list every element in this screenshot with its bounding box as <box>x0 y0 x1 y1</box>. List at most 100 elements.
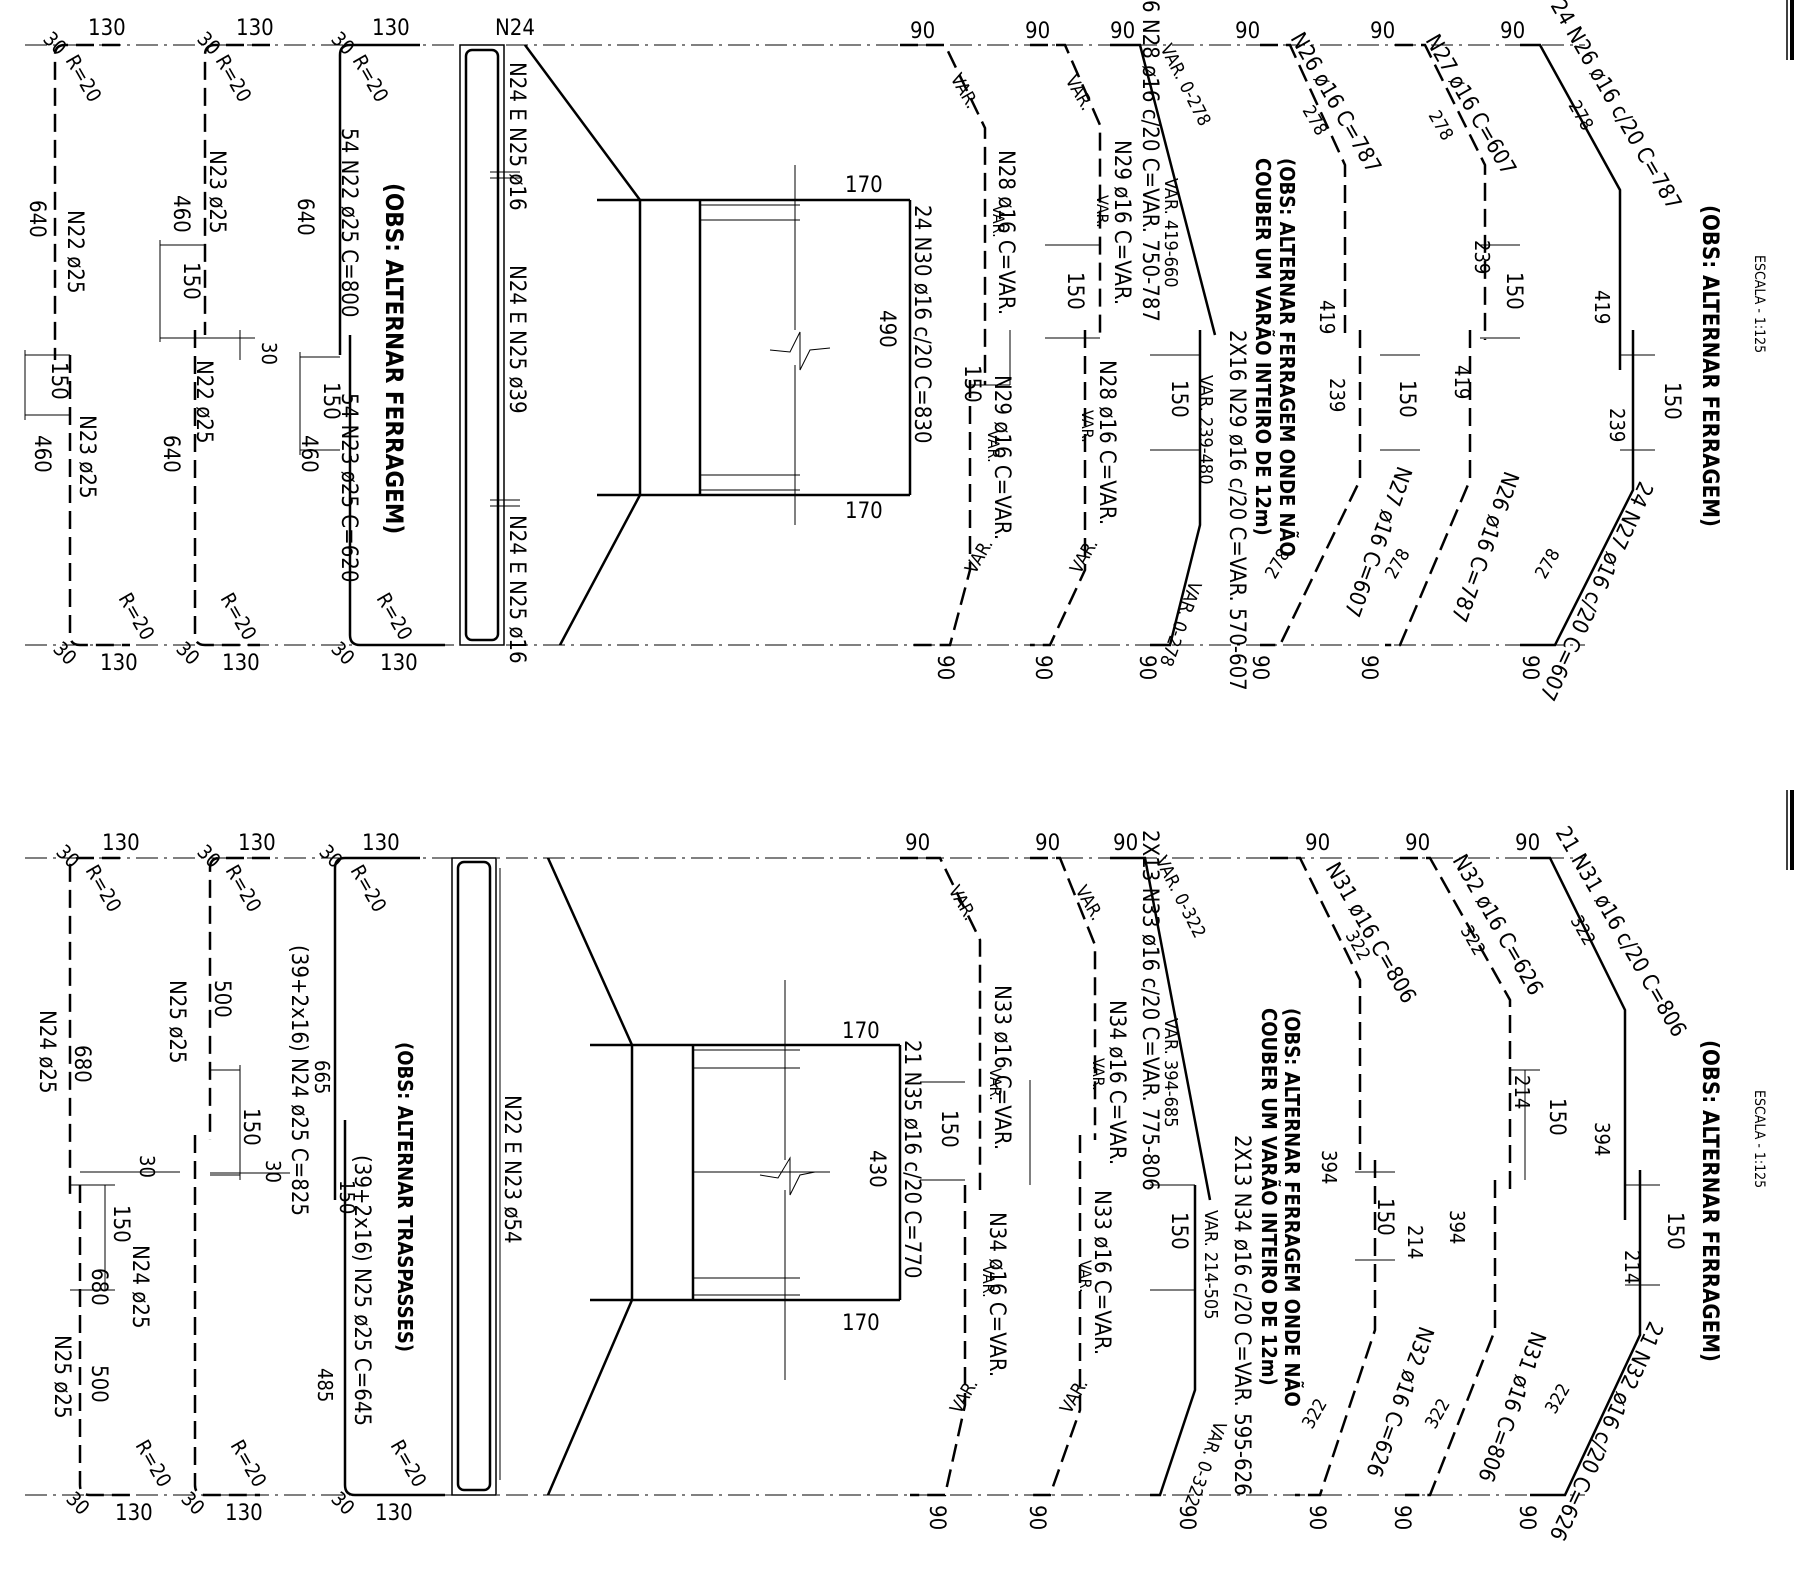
bar-n33-n34 <box>900 856 982 1497</box>
dim-419-c: 419 <box>1590 290 1614 324</box>
dim-665: 665 <box>310 1060 334 1094</box>
dim-90-q: 90 <box>1405 831 1430 856</box>
label-var-0-278: VAR. 0-278 <box>1156 41 1215 130</box>
dim-30-k: 30 <box>176 1487 209 1520</box>
label-n26-short-b: N26 ø16 C=787 <box>1445 468 1523 625</box>
svg-text:150: 150 <box>936 1110 961 1148</box>
var-f: VAR. <box>1093 195 1112 228</box>
label-n31-short: N31 ø16 C=806 <box>1320 859 1421 1008</box>
dim-30-b: 30 <box>192 27 225 60</box>
note-alternar-ferragem-2: (OBS: ALTERNAR FERRAGEM) <box>380 183 408 534</box>
note-onde-nao-2: COUBER UM VARÃO INTEIRO DE 12m) <box>1251 158 1275 536</box>
dim-30-f: 30 <box>326 637 359 670</box>
svg-text:150: 150 <box>1166 1212 1191 1250</box>
dim-130-b: 130 <box>236 16 274 41</box>
dim-322-e: 322 <box>1421 1395 1455 1432</box>
svg-text:30: 30 <box>257 342 281 365</box>
dim-90-d: 90 <box>1235 19 1260 44</box>
dim-90-s: 90 <box>924 1505 949 1530</box>
dim-90-n: 90 <box>1035 831 1060 856</box>
svg-text:150: 150 <box>335 1180 359 1214</box>
bar-n34-n33 <box>1030 856 1097 1497</box>
note-alternar-traspasses: (OBS: ALTERNAR TRASPASSES) <box>393 1042 417 1352</box>
dim-680-a: 680 <box>69 1045 94 1083</box>
radius-r20-a: R=20 <box>61 51 107 107</box>
bar-n27-n26 <box>1385 43 1487 647</box>
bar-n26-n27-main <box>1520 43 1635 647</box>
label-n32-main: 21 N32 ø16 c/20 C=626 <box>1544 1317 1667 1544</box>
svg-text:150: 150 <box>318 382 343 420</box>
dim-90-b: 90 <box>1025 19 1050 44</box>
label-n31-main: 21 N31 ø16 c/20 C=806 <box>1550 823 1691 1042</box>
note-onde-nao-4: COUBER UM VARÃO INTEIRO DE 12m) <box>1257 1008 1281 1386</box>
dim-278-b: 278 <box>1424 107 1458 144</box>
label-n28-b: N28 ø16 C=VAR. <box>1094 360 1119 525</box>
label-var-239-480: VAR. 239-480 <box>1195 375 1216 485</box>
lap-dims-right-top: 150 150 150 150 150 150 <box>959 244 1684 451</box>
dim-170-d: 170 <box>842 1311 880 1336</box>
label-n29-b: N29 ø16 C=VAR. <box>989 375 1014 540</box>
dim-130-k: 130 <box>225 1501 263 1526</box>
var-b: VAR. <box>1061 72 1098 114</box>
radius-r20-g: R=20 <box>81 861 127 917</box>
label-n24-corner: N24 <box>495 16 535 41</box>
note-onde-nao-3: (OBS: ALTERNAR FERRAGEM ONDE NÃO <box>1280 1008 1304 1407</box>
bar-n23-n22-middle <box>193 43 270 647</box>
var-p: VAR. <box>1076 1260 1095 1293</box>
dim-90-v: 90 <box>1304 1505 1329 1530</box>
dim-130-c: 130 <box>372 16 410 41</box>
dim-130-l: 130 <box>375 1501 413 1526</box>
label-n32-short-b: N32 ø16 C=626 <box>1360 1323 1438 1480</box>
scale-label-2: ESCALA - 1:125 <box>1751 1090 1767 1188</box>
svg-text:150: 150 <box>1062 272 1087 310</box>
radius-r20-f: R=20 <box>372 589 418 645</box>
dim-90-r: 90 <box>1515 831 1540 856</box>
section-top: ESCALA - 1:125 (OBS: ALTERNAR FERRAGEM) … <box>24 0 1794 704</box>
dim-90-u: 90 <box>1174 1505 1199 1530</box>
radius-r20-b: R=20 <box>211 51 257 107</box>
label-n28-main: 6 N28 ø16 c/20 C=VAR. 750-787 <box>1137 0 1162 322</box>
dim-485: 485 <box>313 1368 337 1402</box>
dim-430: 430 <box>864 1150 889 1188</box>
radius-r20-h: R=20 <box>221 861 267 917</box>
dim-278-c: 278 <box>1564 97 1598 134</box>
var-o: VAR. <box>979 1265 998 1298</box>
dim-640-c: 640 <box>292 198 317 236</box>
dim-30-a: 30 <box>38 27 71 60</box>
dim-30-j: 30 <box>61 1487 94 1520</box>
lap-dim-b: 150 30 <box>159 240 281 365</box>
label-n25-b: N25 ø25 <box>164 980 189 1064</box>
var-h: VAR. <box>1078 410 1097 443</box>
dim-460-b: 460 <box>168 195 193 233</box>
dim-214-b: 214 <box>1510 1075 1534 1109</box>
dim-460-a: 460 <box>29 435 54 473</box>
svg-text:150: 150 <box>1394 380 1419 418</box>
bar-n28-n29 <box>900 43 987 647</box>
svg-text:150: 150 <box>1662 1212 1687 1250</box>
var-a: VAR. <box>946 70 983 112</box>
svg-text:150: 150 <box>959 365 984 403</box>
label-n25-a: N25 ø25 <box>49 1335 74 1419</box>
dim-130-h: 130 <box>238 831 276 856</box>
dim-30-c: 30 <box>326 27 359 60</box>
radius-r20-k: R=20 <box>226 1436 272 1492</box>
dim-322-c: 322 <box>1566 912 1600 949</box>
dim-394-b: 394 <box>1445 1210 1469 1244</box>
bar-n22-n23-outer <box>53 43 130 647</box>
dim-278-f: 278 <box>1531 545 1565 582</box>
label-n34-a: N34 ø16 C=VAR. <box>1104 1000 1129 1165</box>
label-var-214-505: VAR. 214-505 <box>1200 1210 1221 1320</box>
bar-n28-n29-main <box>1110 43 1217 647</box>
svg-text:150: 150 <box>1166 380 1191 418</box>
label-n24-a: N24 ø25 <box>34 1010 59 1094</box>
dim-500-b: 500 <box>209 980 234 1018</box>
var-n: VAR. <box>1089 1058 1108 1091</box>
dim-419-b: 419 <box>1450 365 1474 399</box>
dim-170-c: 170 <box>842 1019 880 1044</box>
label-n22-main: 54 N22 ø25 C=800 <box>336 128 361 317</box>
svg-text:150: 150 <box>46 362 71 400</box>
bar-n22-n23-main <box>338 43 445 647</box>
dim-90-e: 90 <box>1370 19 1395 44</box>
var-l: VAR. <box>1056 1375 1093 1417</box>
dim-170-b: 170 <box>845 499 883 524</box>
